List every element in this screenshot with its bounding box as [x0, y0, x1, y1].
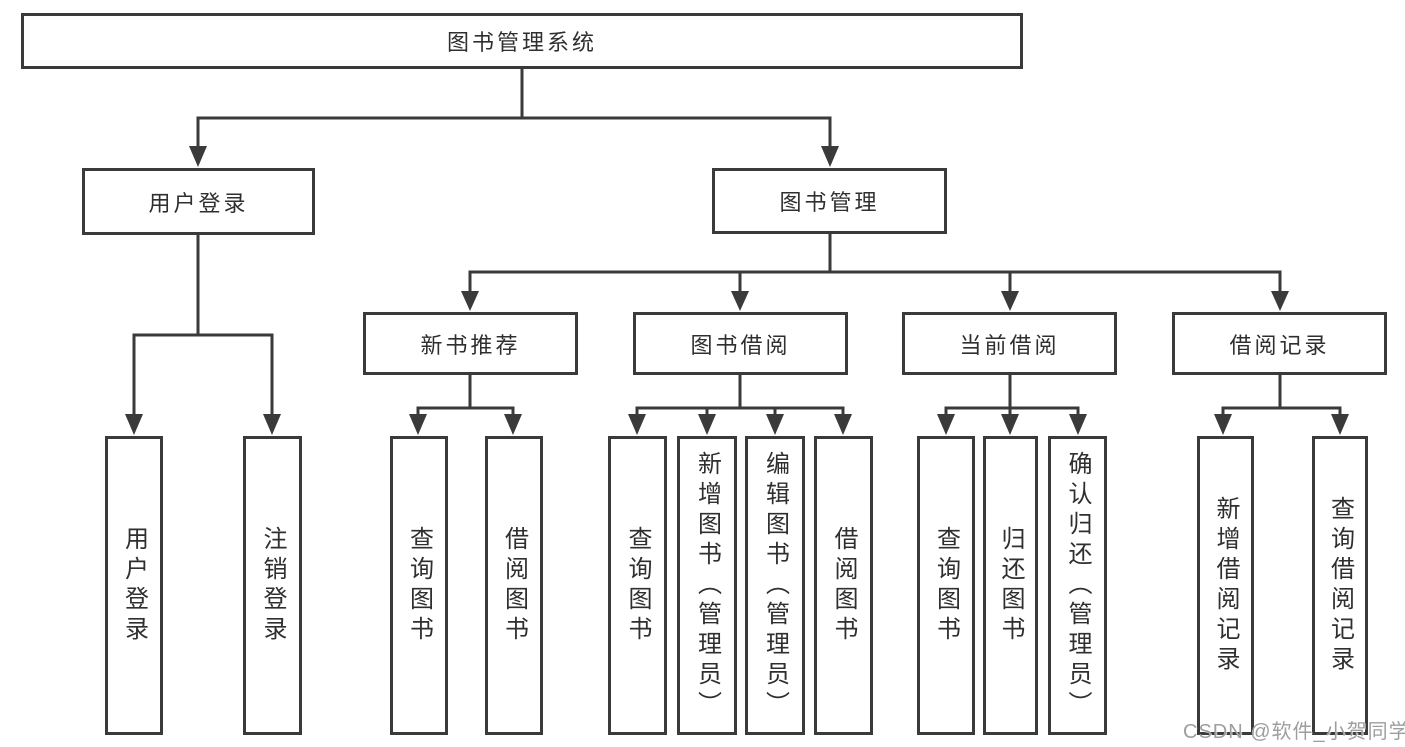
arrowhead-down — [409, 414, 427, 435]
arrowhead-down — [263, 414, 281, 435]
connector-borrow-records-children — [1214, 373, 1349, 435]
connector-book-management-children — [461, 232, 1289, 311]
node-label: 借阅记录 — [1229, 332, 1330, 358]
node-label: 编辑图书（管理员） — [761, 450, 789, 721]
node-label: 注销登录 — [259, 525, 286, 646]
connector-new-book-recommend-children — [409, 373, 522, 435]
arrowhead-down — [937, 414, 955, 435]
node-label: 图书管理 — [779, 190, 880, 215]
leaf-return-books: 归还图书 — [983, 436, 1038, 735]
arrowhead-down — [731, 291, 749, 311]
node-book-management: 图书管理 — [712, 168, 947, 234]
arrowhead-down — [834, 414, 852, 435]
leaf-query-books-2: 查询图书 — [608, 436, 667, 735]
leaf-add-borrow-record: 新增借阅记录 — [1197, 436, 1254, 735]
arrowhead-down — [821, 146, 839, 167]
leaf-logout: 注销登录 — [243, 436, 302, 735]
leaf-user-login: 用户登录 — [105, 436, 163, 735]
node-label: 图书管理系统 — [446, 30, 597, 55]
leaf-query-borrow-record: 查询借阅记录 — [1312, 436, 1368, 735]
leaf-add-books-admin: 新增图书（管理员） — [677, 436, 737, 735]
node-label: 用户登录 — [148, 190, 249, 216]
leaf-query-books-1: 查询图书 — [390, 436, 448, 735]
arrowhead-down — [1001, 291, 1019, 311]
node-label: 查询借阅记录 — [1326, 495, 1354, 676]
arrowhead-down — [1331, 414, 1349, 435]
node-label: 确认归还（管理员） — [1064, 450, 1091, 721]
node-label: 借阅图书 — [830, 525, 857, 646]
node-root: 图书管理系统 — [21, 13, 1023, 69]
connector-root-to-branches — [189, 67, 839, 167]
node-borrow-records: 借阅记录 — [1172, 312, 1387, 375]
arrowhead-down — [1001, 414, 1019, 435]
node-label: 新增图书（管理员） — [693, 450, 721, 721]
node-label: 用户登录 — [120, 525, 148, 646]
arrowhead-down — [766, 414, 784, 435]
node-label: 查询图书 — [405, 525, 433, 646]
node-label: 查询图书 — [932, 525, 960, 646]
arrowhead-down — [189, 146, 207, 167]
connector-user-login-children — [125, 233, 281, 435]
connector-current-borrow-children — [937, 373, 1087, 435]
leaf-borrow-books-2: 借阅图书 — [814, 436, 873, 735]
node-label: 查询图书 — [624, 525, 651, 646]
arrowhead-down — [125, 414, 143, 435]
node-user-login: 用户登录 — [82, 168, 315, 235]
node-book-borrow: 图书借阅 — [633, 312, 848, 375]
leaf-query-books-3: 查询图书 — [917, 436, 975, 735]
arrowhead-down — [461, 291, 479, 311]
leaf-borrow-books-1: 借阅图书 — [485, 436, 543, 735]
node-label: 归还图书 — [997, 525, 1024, 646]
leaf-edit-books-admin: 编辑图书（管理员） — [745, 436, 805, 735]
node-label: 借阅图书 — [500, 525, 528, 646]
node-new-book-recommend: 新书推荐 — [363, 312, 578, 375]
arrowhead-down — [1069, 414, 1087, 435]
csdn-watermark: CSDN @软件_小贺同学 — [1183, 721, 1405, 743]
node-label: 新书推荐 — [420, 332, 521, 358]
arrowhead-down — [628, 414, 646, 435]
node-label: 图书借阅 — [690, 332, 791, 358]
leaf-confirm-return-admin: 确认归还（管理员） — [1048, 436, 1107, 735]
arrowhead-down — [698, 414, 716, 435]
arrowhead-down — [504, 414, 522, 435]
node-current-borrow: 当前借阅 — [902, 312, 1117, 375]
arrowhead-down — [1271, 291, 1289, 311]
arrowhead-down — [1214, 414, 1232, 435]
node-label: 当前借阅 — [959, 332, 1060, 358]
connector-book-borrow-children — [628, 373, 852, 435]
node-label: 新增借阅记录 — [1212, 495, 1239, 676]
